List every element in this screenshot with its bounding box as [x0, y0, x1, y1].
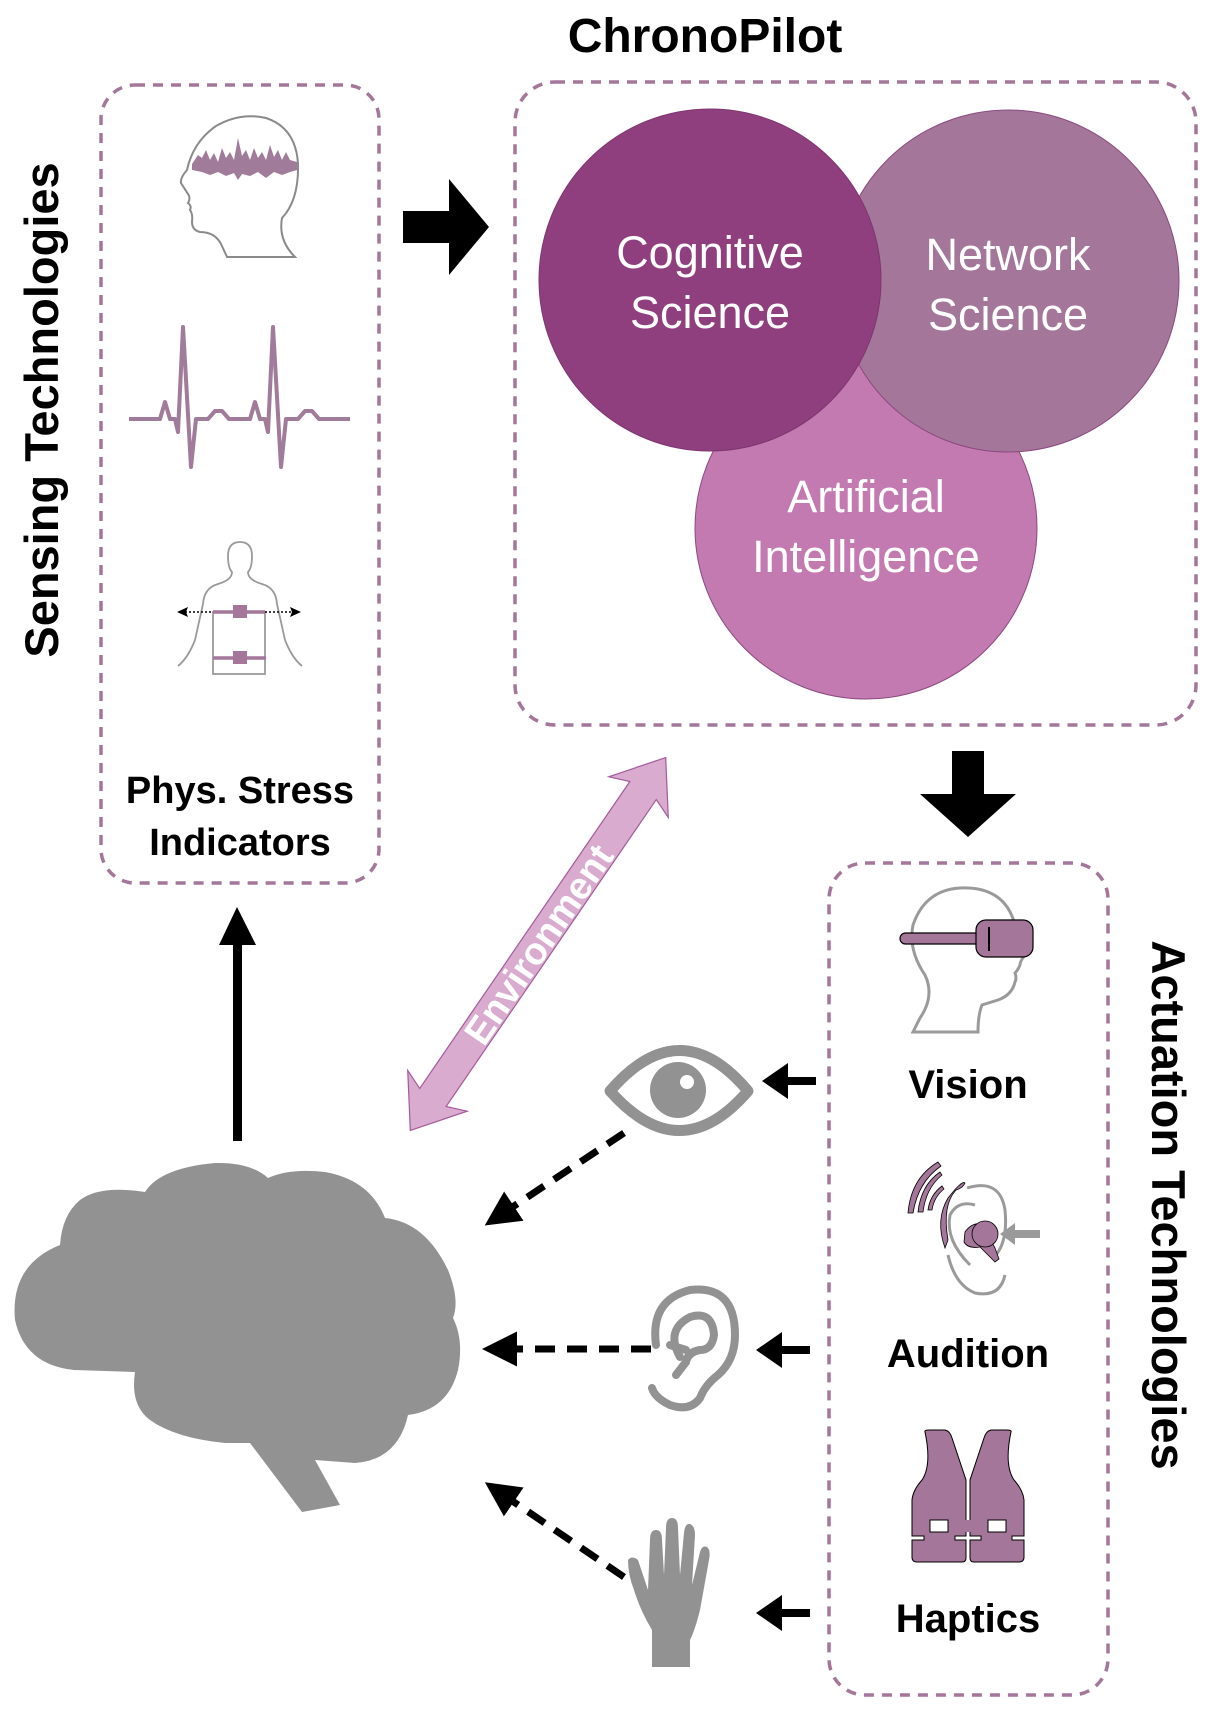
dashed-arrow-eye-to-brain — [484, 1130, 626, 1226]
ai-label-line2: Intelligence — [752, 531, 980, 582]
cognitive-label-line2: Science — [630, 287, 790, 338]
brain-icon — [14, 1162, 461, 1512]
eye-icon — [604, 1045, 754, 1136]
arrow-vision-to-eye — [762, 1063, 816, 1099]
eeg-head-icon — [179, 115, 300, 258]
arrow-chronopilot-to-actuation — [920, 751, 1016, 837]
network-science-circle — [836, 109, 1180, 453]
hearing-aid-icon — [907, 1161, 1040, 1296]
cognitive-label-line1: Cognitive — [616, 227, 804, 278]
dashed-arrow-hand-to-brain — [484, 1482, 626, 1580]
arrow-audition-to-ear — [756, 1332, 810, 1368]
sensing-box — [99, 83, 381, 885]
diagram-title: ChronoPilot — [568, 10, 843, 63]
arrow-brain-to-sensing — [219, 907, 256, 1141]
arrow-haptics-to-hand — [756, 1595, 810, 1631]
sensing-technologies-label: Sensing Technologies — [15, 162, 68, 657]
environment-arrow: Environment — [407, 756, 669, 1132]
ecg-heartbeat-icon — [129, 325, 350, 469]
vision-label: Vision — [908, 1063, 1027, 1107]
venn-diagram: Cognitive Science Network Science Artifi… — [538, 108, 1180, 700]
hand-icon — [628, 1518, 710, 1667]
environment-label: Environment — [457, 837, 623, 1053]
arrow-sensing-to-chronopilot — [403, 179, 489, 275]
network-label-line2: Science — [928, 289, 1088, 340]
body-sensor-belt-icon — [177, 541, 303, 675]
audition-label: Audition — [887, 1332, 1049, 1376]
ear-icon — [648, 1285, 740, 1412]
network-label-line1: Network — [925, 229, 1091, 280]
actuation-box — [827, 861, 1110, 1697]
ai-label-line1: Artificial — [787, 471, 945, 522]
sensing-caption-line2: Indicators — [149, 822, 331, 864]
vr-headset-icon — [899, 886, 1034, 1034]
haptic-vest-icon — [911, 1429, 1025, 1563]
actuation-technologies-label: Actuation Technologies — [1142, 940, 1195, 1469]
cognitive-science-circle — [538, 108, 882, 452]
chronopilot-box — [513, 80, 1198, 727]
haptics-label: Haptics — [896, 1597, 1041, 1641]
sensing-caption-line1: Phys. Stress — [126, 770, 354, 812]
